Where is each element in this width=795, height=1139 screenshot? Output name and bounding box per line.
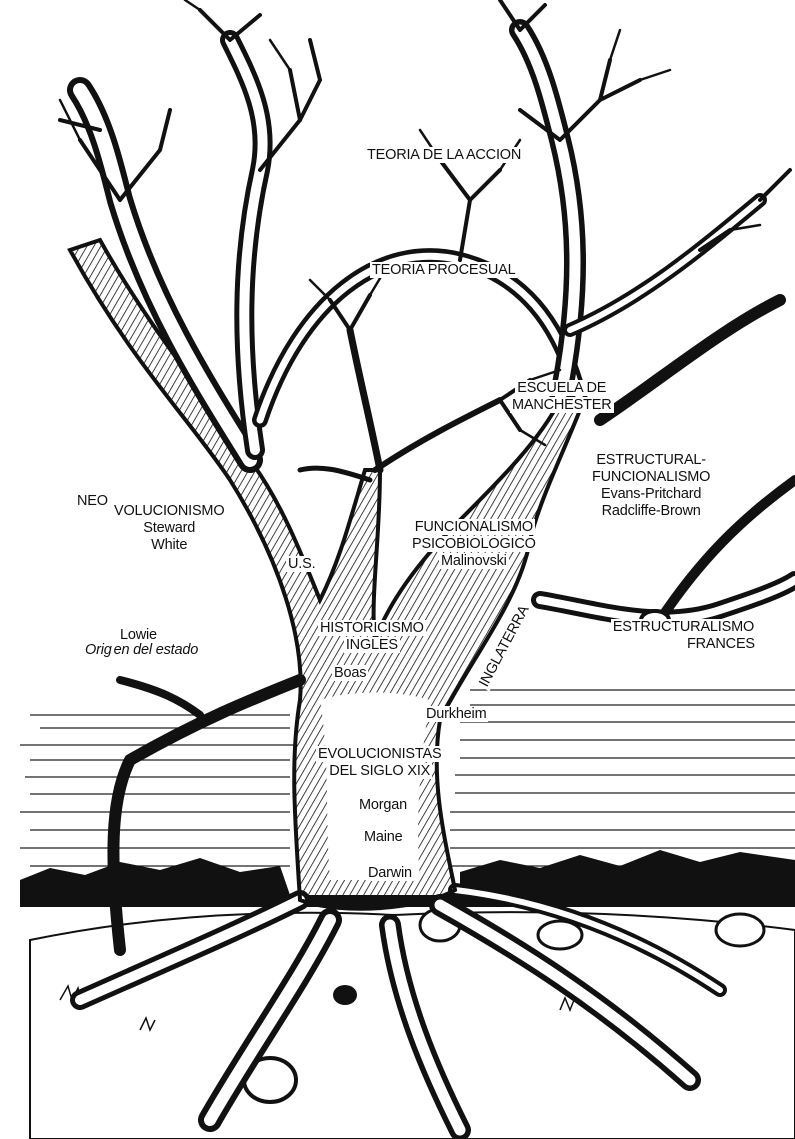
label-estructural-funcionalismo: ESTRUCTURAL- FUNCIONALISMO Evans-Pritcha… [590,452,712,520]
label-historicismo-ingles: HISTORICISMO INGLES [318,620,426,654]
label-darwin: Darwin [366,865,414,882]
label-maine-text: Maine [362,829,405,845]
label-durkheim: Durkheim [424,706,488,723]
label-boas-text: Boas [332,665,368,681]
label-estructuralismo: ESTRUCTURALISMO [611,619,756,635]
label-historicismo: HISTORICISMO [318,620,426,636]
tree-trunk [70,240,580,909]
label-evolucionistas-2: DEL SIGLO XIX [327,763,432,779]
label-lowie-text: Lowie [118,627,159,643]
label-malinovski: Malinovski [439,553,509,569]
label-boas: Boas [332,665,368,682]
label-teoria-procesual-text: TEORIA PROCESUAL [370,262,517,278]
label-escuela-manchester: ESCUELA DE MANCHESTER [510,380,614,414]
label-origen-b: en del estado [112,642,200,658]
label-escuela-de: ESCUELA DE [515,380,608,396]
label-ingles: INGLES [344,637,400,653]
label-funcionalismo-ef: FUNCIONALISMO [590,469,712,485]
label-neoevolucionismo: VOLUCIONISMO Steward White [112,503,226,554]
label-funcionalismo: FUNCIONALISMO [413,519,535,535]
label-psicobiologico: PSICOBIOLOGICO [410,536,538,552]
label-teoria-accion-text: TEORIA DE LA ACCION [365,147,523,163]
label-maine: Maine [362,829,405,846]
label-morgan-text: Morgan [357,797,409,813]
label-origen-a: Orig [85,642,112,658]
label-morgan: Morgan [357,797,409,814]
label-volucionismo: VOLUCIONISMO [112,503,226,519]
label-radcliffe-brown: Radcliffe-Brown [600,503,703,519]
label-estructuralismo-frances: ESTRUCTURALISMO FRANCES [610,619,757,653]
label-estructural: ESTRUCTURAL- [594,452,708,468]
label-frances: FRANCES [685,636,757,652]
label-neo: NEO [75,493,110,510]
label-funcionalismo-psicobiologico: FUNCIONALISMO PSICOBIOLOGICO Malinovski [410,519,538,570]
label-manchester: MANCHESTER [510,397,614,413]
label-steward: Steward [141,520,197,536]
label-evolucionistas: EVOLUCIONISTAS DEL SIGLO XIX [316,746,443,780]
label-durkheim-text: Durkheim [424,706,488,722]
label-evolucionistas-1: EVOLUCIONISTAS [316,746,443,762]
label-us-text: U.S. [286,556,317,572]
label-teoria-procesual: TEORIA PROCESUAL [370,262,517,279]
label-darwin-text: Darwin [366,865,414,881]
label-teoria-accion: TEORIA DE LA ACCION [365,147,523,164]
label-us: U.S. [286,556,317,573]
label-white: White [149,537,189,553]
label-neo-text: NEO [75,493,110,509]
label-evans-pritchard: Evans-Pritchard [599,486,703,502]
